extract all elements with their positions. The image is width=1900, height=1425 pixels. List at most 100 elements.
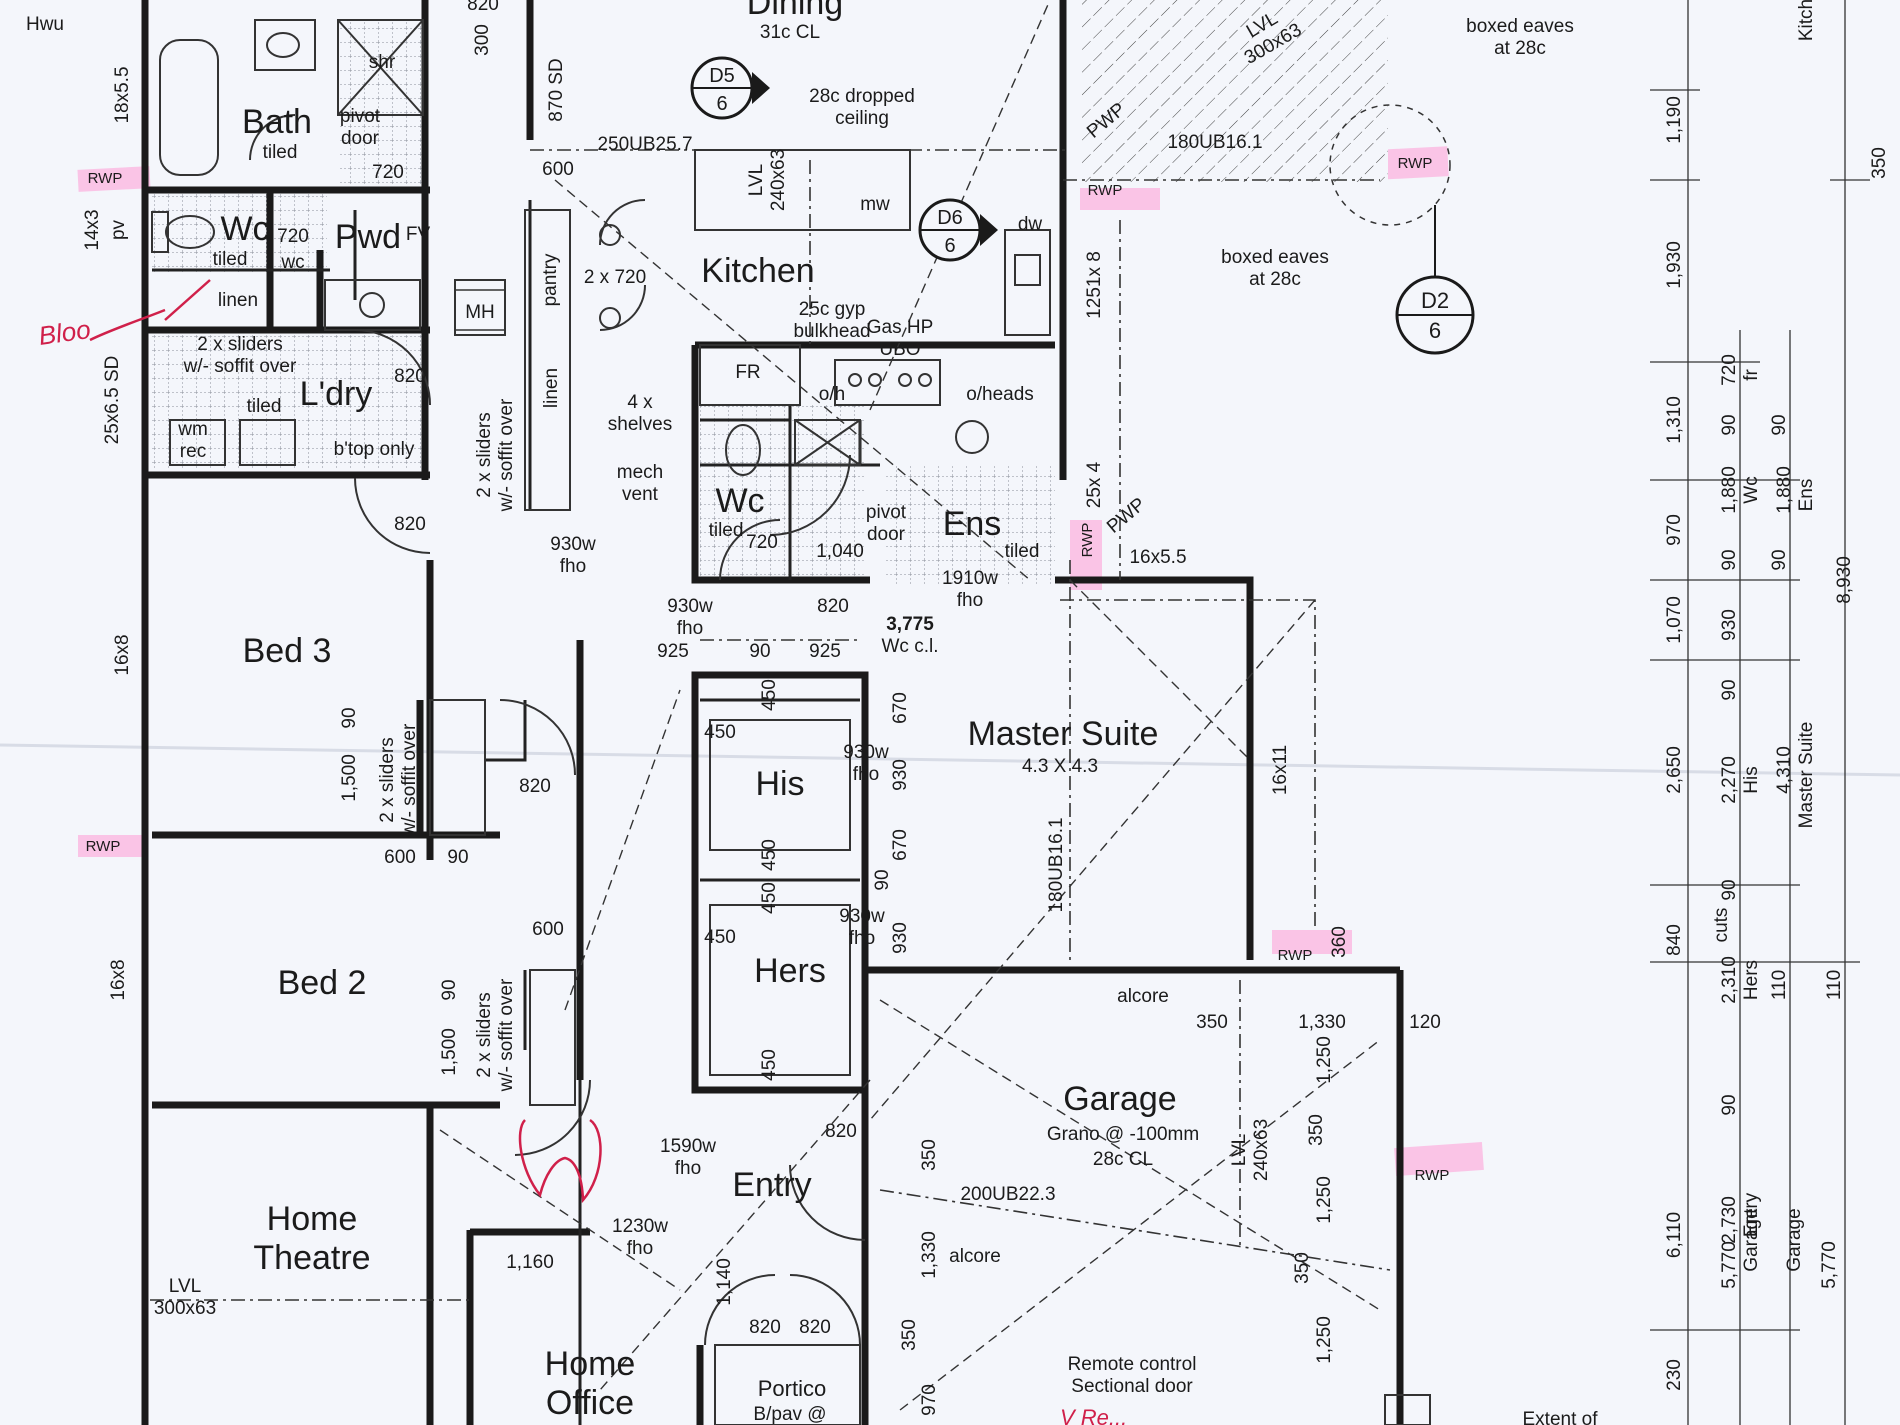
dim: 820 xyxy=(799,1317,831,1338)
dim: 1,040 xyxy=(816,541,864,562)
window-size: 14x3 xyxy=(82,209,103,250)
dim: 720 xyxy=(372,162,404,183)
right-dim-col3: 110 xyxy=(1824,970,1845,1000)
rain-water-pipe-labels: RWP RWP RWP RWP RWP RWP RWP xyxy=(86,155,1450,1184)
section-marker-d5: D5 6 xyxy=(690,56,770,120)
wc-centre-line-note: Wc c.l. xyxy=(882,636,939,657)
right-dim-col2: 90 xyxy=(1719,414,1740,435)
section-marker-d6: D6 6 xyxy=(918,198,998,262)
window-size: 16x8 xyxy=(112,634,133,675)
rwp-label: RWP xyxy=(1278,947,1313,964)
handwritten-bottom-note: V Re... xyxy=(1060,1405,1127,1425)
room-ensuite-wc: Wc xyxy=(715,482,764,520)
section-code: D6 xyxy=(937,207,963,229)
section-code: D2 xyxy=(1421,288,1449,313)
section-markers: D5 6 D6 6 D2 6 xyxy=(690,56,1475,355)
room-kitchen: Kitchen xyxy=(701,252,814,290)
garage-lvl-note: LVL240x63 xyxy=(1229,1119,1272,1181)
section-sheet: 6 xyxy=(944,235,955,257)
right-dim-col1: 1,930 xyxy=(1664,241,1685,289)
beam-250ub-label: 250UB25.7 xyxy=(597,134,692,155)
right-dim-col3: 350 xyxy=(1869,147,1890,179)
dim: 300 xyxy=(472,24,493,56)
section-sheet: 6 xyxy=(716,93,727,115)
window-pv-note: pv xyxy=(108,219,129,240)
right-dim-col2: 930 xyxy=(1719,609,1740,641)
right-dim-col2: 2,730 xyxy=(1719,1196,1740,1244)
dim: 1,160 xyxy=(506,1252,554,1273)
benchtop-only-note: b'top only xyxy=(334,439,415,460)
microwave-label: mw xyxy=(860,194,890,215)
dim: 600 xyxy=(532,919,564,940)
dim: 720 xyxy=(277,226,309,247)
room-wc: Wc xyxy=(220,210,269,248)
section-code: D5 xyxy=(709,65,735,87)
section-marker-d2: D2 6 xyxy=(1329,104,1475,355)
section-sheet: 6 xyxy=(1429,318,1441,343)
right-dimension-lines xyxy=(1650,0,1870,1425)
window-size: 25x 4 xyxy=(1084,461,1105,508)
extent-of-note: Extent of xyxy=(1523,1409,1599,1425)
alcove-label-top: alcore xyxy=(1117,986,1169,1007)
shower-label: shr xyxy=(369,52,396,73)
right-dim-col3-label: Ens xyxy=(1796,479,1817,512)
dim: 3,775 xyxy=(886,614,934,635)
dim: 450 xyxy=(704,927,736,948)
dim: 1,500 xyxy=(439,1028,460,1076)
room-bath: Bath xyxy=(242,103,312,141)
dim: 350 xyxy=(919,1139,940,1171)
right-dim-col3: 5,770 xyxy=(1819,1241,1840,1289)
dim: 930 xyxy=(890,759,911,791)
portico-paving-note: B/pav @ xyxy=(753,1404,826,1425)
partitions xyxy=(152,200,880,1425)
right-dim-col1: 970 xyxy=(1664,514,1685,546)
dim: 90 xyxy=(447,847,468,868)
rwp-label: RWP xyxy=(1415,1167,1450,1184)
dim: 350 xyxy=(1306,1114,1327,1146)
master-beam-label: 180UB16.1 xyxy=(1046,817,1067,912)
window-size: 16x8 xyxy=(108,959,129,1000)
kitchen-lvl-note: LVL240x63 xyxy=(746,149,789,211)
hot-water-unit-label: Hwu xyxy=(26,14,64,35)
tiled-areas xyxy=(152,20,1055,585)
dim: 720 xyxy=(746,532,778,553)
dim: 90 xyxy=(872,869,893,890)
dim: 600 xyxy=(542,159,574,180)
dim: 1,330 xyxy=(1298,1012,1346,1033)
kitchen-edge-label: Kitch xyxy=(1796,0,1817,41)
pantry-label: pantry xyxy=(540,253,561,306)
hall-sliders-note: 2 x slidersw/- soffit over xyxy=(474,398,517,512)
dining-ceiling-note: 31c CL xyxy=(760,22,820,43)
dim: 970 xyxy=(919,1384,940,1416)
dim: 670 xyxy=(890,692,911,724)
dim: 1,330 xyxy=(919,1231,940,1279)
master-suite-size: 4.3 X 4.3 xyxy=(1022,756,1098,777)
dim: 1,250 xyxy=(1314,1316,1335,1364)
rwp-label: RWP xyxy=(1398,155,1433,172)
room-entry: Entry xyxy=(732,1166,811,1204)
dim: 450 xyxy=(759,882,780,914)
overhead-label: o/h xyxy=(819,384,845,405)
dim: 1,250 xyxy=(1314,1176,1335,1224)
dim: 350 xyxy=(1292,1252,1313,1284)
room-powder: Pwd xyxy=(335,218,401,256)
bed3-sliders-note: 2 x slidersw/- soffit over xyxy=(377,723,420,837)
dimension-labels: 820 300 870 SD 720 720 820 600 2 x 720 8… xyxy=(82,0,1441,1416)
right-dimension-text: 1,1901,9301,3109701,0702,6508406,1102307… xyxy=(1664,96,1890,1391)
dim: 90 xyxy=(439,979,460,1000)
